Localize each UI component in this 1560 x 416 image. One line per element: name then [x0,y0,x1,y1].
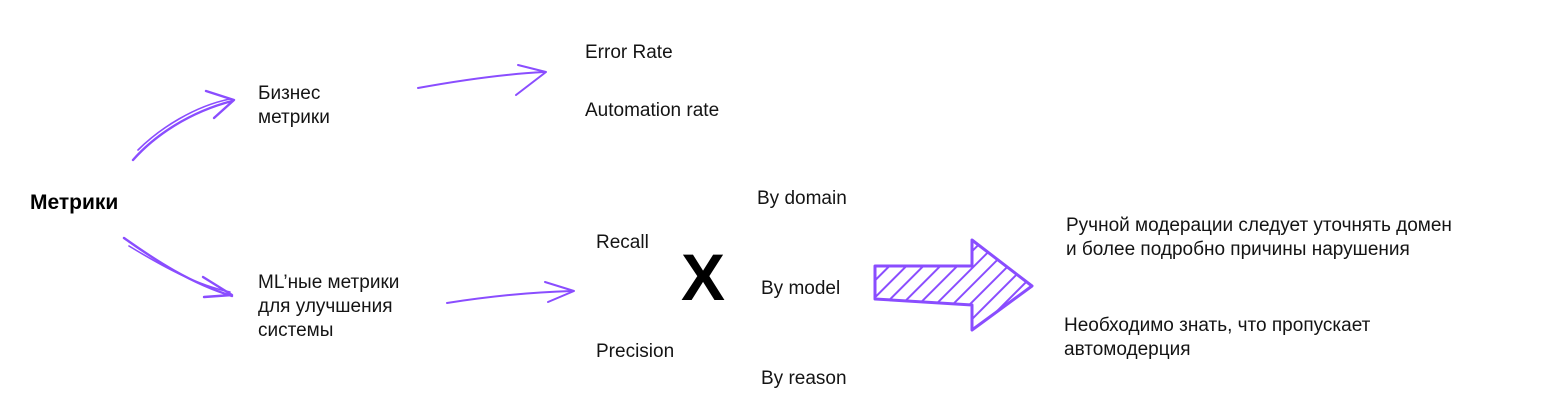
breakdown-by-model: By model [761,278,841,299]
conclusion-2-line-2: автомодерция [1064,339,1191,360]
conclusion-manual-moderation: Ручной модерации следует уточнять домен … [1066,214,1452,262]
breakdown-by-domain: By domain [757,188,847,209]
conclusion-1-line-1: Ручной модерации следует уточнять домен [1066,215,1452,236]
ml-metrics-label: ML’ные метрики для улучшения системы [258,271,399,343]
breakdown-by-reason: By reason [761,368,847,389]
metric-precision: Precision [596,341,675,362]
root-label: Метрики [30,191,119,214]
metric-recall: Recall [596,232,649,253]
ml-label-line-1: ML’ные метрики [258,272,400,293]
business-label-line-1: Бизнес [258,83,321,104]
conclusion-1-line-2: и более подробно причины нарушения [1066,239,1410,260]
metric-error-rate: Error Rate [585,42,673,63]
metric-automation-rate: Automation rate [585,100,720,121]
arrow-root-to-ml [122,236,234,299]
arrow-ml-to-metrics [446,281,575,304]
business-metrics-label: Бизнес метрики [258,82,330,130]
conclusion-automoderation: Необходимо знать, что пропускает автомод… [1064,314,1370,362]
big-hatched-arrow [873,238,1034,332]
ml-label-line-2: для улучшения [258,296,393,317]
conclusion-2-line-1: Необходимо знать, что пропускает [1064,315,1371,336]
business-label-line-2: метрики [258,107,330,128]
arrow-business-to-metrics [417,64,547,96]
arrow-root-to-business [131,89,236,162]
ml-label-line-3: системы [258,320,334,341]
cross-mark: X [681,240,726,314]
